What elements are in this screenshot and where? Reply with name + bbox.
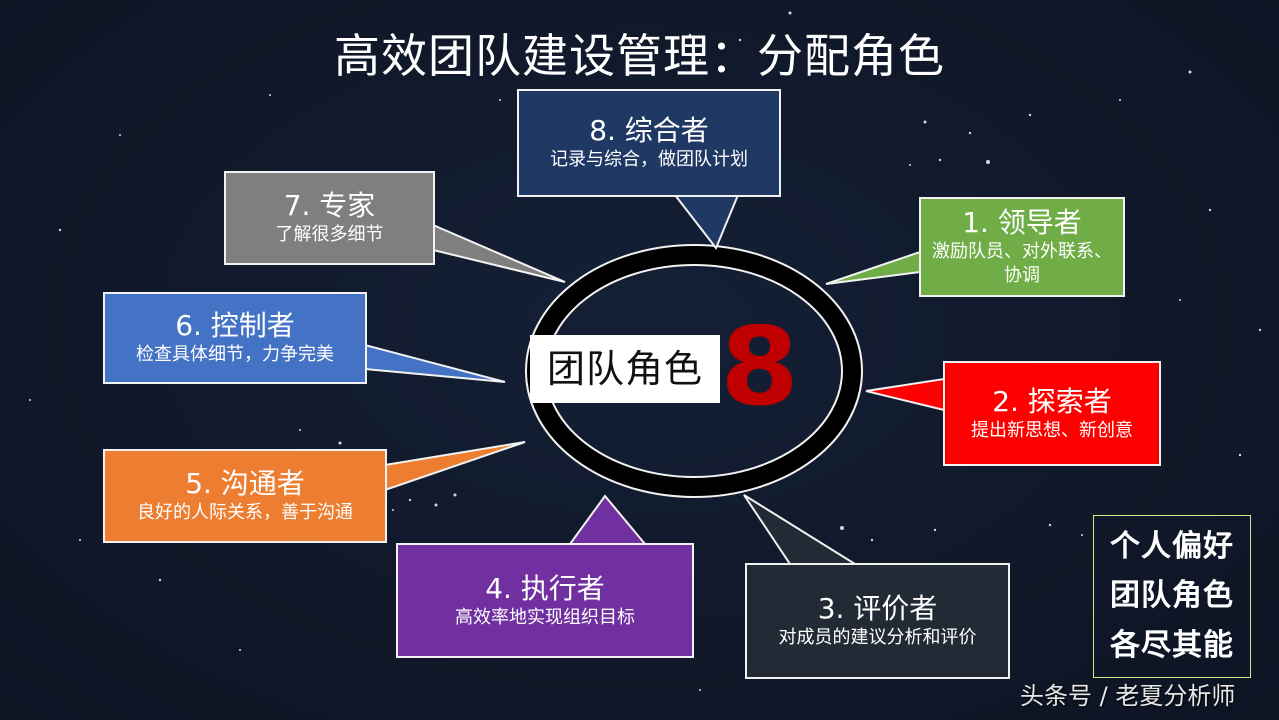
role-card-controller: 6. 控制者 检查具体细节，力争完美 [103,292,367,384]
role-heading: 6. 控制者 [175,309,295,342]
role-description: 高效率地实现组织目标 [455,606,635,628]
role-description: 良好的人际关系，善于沟通 [137,502,353,523]
tail-7 [432,223,566,283]
role-description: 记录与综合，做团队计划 [550,149,748,170]
watermark: 头条号 / 老夏分析师 [1020,682,1236,710]
slide-title: 高效团队建设管理：分配角色 [334,29,945,83]
role-card-executor: 4. 执行者 高效率地实现组织目标 [396,543,694,658]
role-card-synthesizer: 8. 综合者 记录与综合，做团队计划 [517,89,781,197]
role-card-expert: 7. 专家 了解很多细节 [224,171,435,265]
role-card-explorer: 2. 探索者 提出新思想、新创意 [943,361,1161,466]
role-card-leader: 1. 领导者 激励队员、对外联系、协调 [919,197,1125,297]
tail-1 [825,250,921,285]
role-heading: 1. 领导者 [962,206,1082,239]
role-heading: 4. 执行者 [485,571,605,605]
tail-5 [384,441,526,492]
tail-8 [672,194,740,250]
role-description: 检查具体细节，力争完美 [136,344,334,365]
role-heading: 2. 探索者 [992,384,1112,418]
role-description: 提出新思想、新创意 [971,419,1133,441]
role-description: 对成员的建议分析和评价 [778,627,977,648]
tail-6 [364,343,506,383]
tail-3 [743,494,859,565]
center-label: 团队角色 [530,335,720,403]
role-heading: 8. 综合者 [589,114,709,147]
role-heading: 5. 沟通者 [185,467,305,500]
role-card-evaluator: 3. 评价者 对成员的建议分析和评价 [745,563,1010,679]
role-card-communicator: 5. 沟通者 良好的人际关系，善于沟通 [103,449,387,543]
role-heading: 3. 评价者 [817,592,938,625]
summary-box: 个人偏好 团队角色 各尽其能 [1093,515,1251,678]
summary-line: 团队角色 [1110,578,1234,614]
role-heading: 7. 专家 [283,189,376,222]
tail-4 [568,494,648,545]
tail-2 [865,377,945,412]
summary-line: 各尽其能 [1110,628,1234,664]
role-description: 了解很多细节 [275,224,384,245]
summary-line: 个人偏好 [1110,528,1234,564]
role-count-number: 8 [720,305,800,430]
role-description: 激励队员、对外联系、协调 [932,241,1112,286]
